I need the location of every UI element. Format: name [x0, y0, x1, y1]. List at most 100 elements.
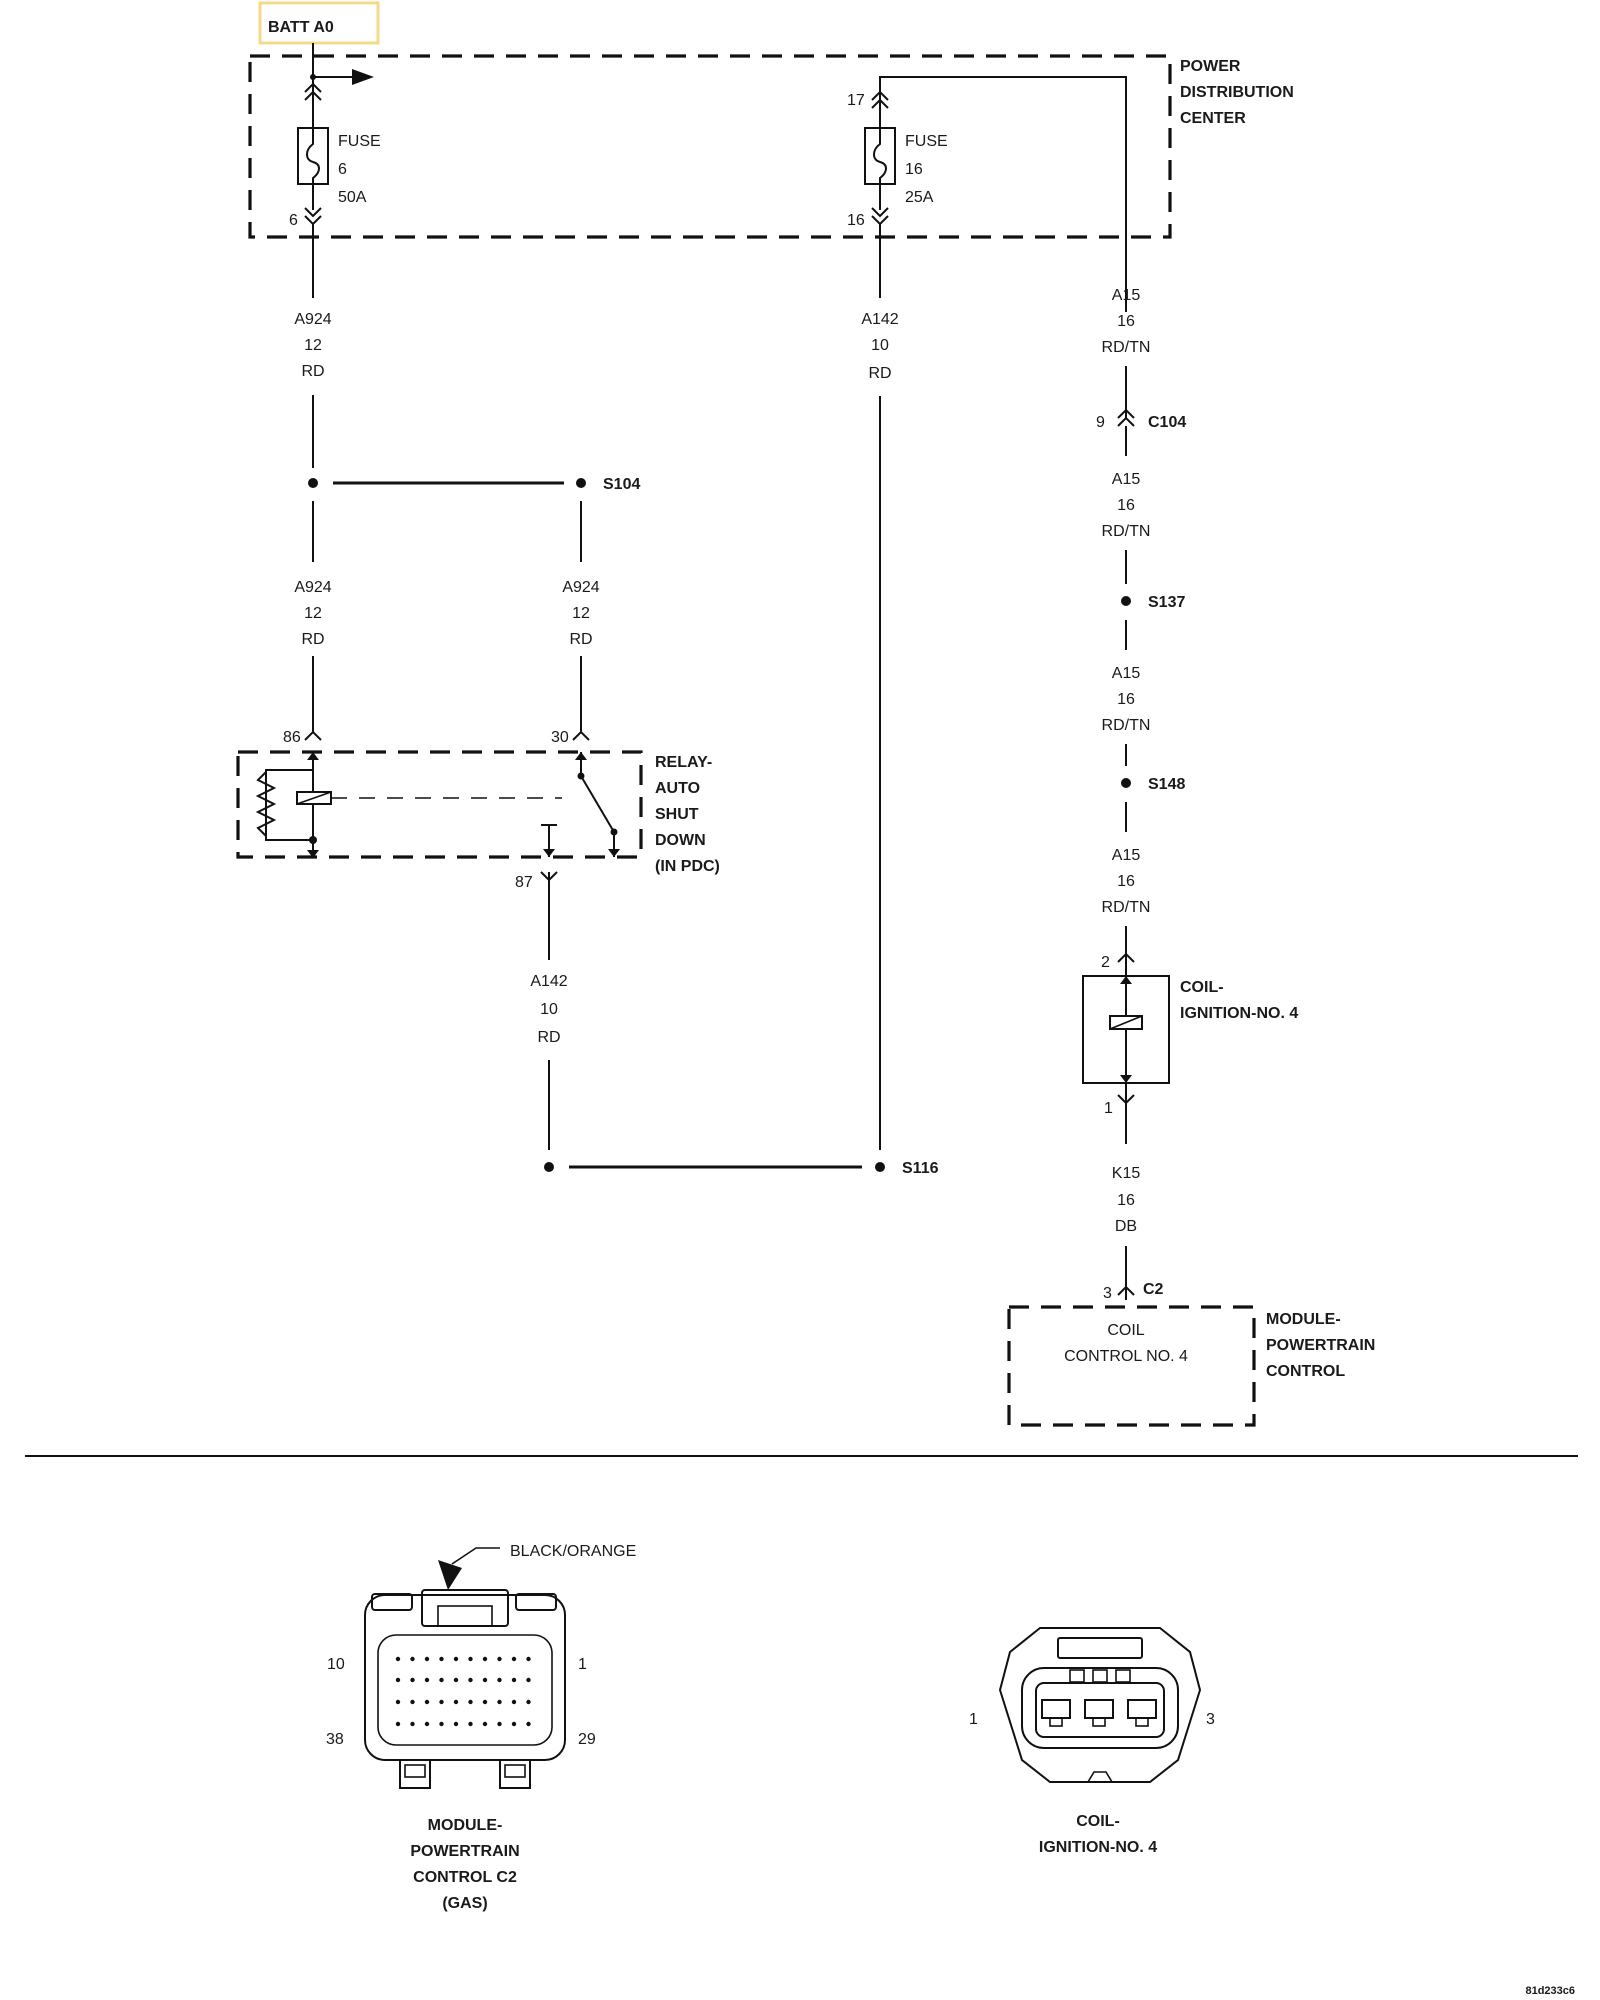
pcm-pin-dot: [424, 1656, 430, 1662]
pcm-c2-pin-grid: [395, 1656, 531, 1727]
reference-code: 81d233c6: [1525, 1985, 1575, 1997]
c2-pin: 3: [1103, 1285, 1112, 1302]
relay-pin87: 87: [515, 874, 533, 891]
fuse6-number: 6: [338, 161, 347, 178]
pcm-pin-dot: [526, 1656, 531, 1662]
coil-connector-pin1: 1: [969, 1711, 978, 1728]
pcm-pin-dot: [526, 1699, 531, 1705]
pcm-pin-dot: [511, 1656, 517, 1662]
pcm-pin-dot: [439, 1656, 444, 1662]
coil-top-arrow: [1120, 976, 1132, 984]
a142-87-name: A142: [530, 973, 567, 990]
fuse6-rating: 50A: [338, 189, 367, 206]
a15-4-gauge: 16: [1117, 873, 1135, 890]
pcm-pin-dot: [424, 1699, 430, 1705]
a142-fuse16-name: A142: [861, 311, 898, 328]
s137-splice-node: [1121, 596, 1131, 606]
coil-pin1: 1: [1104, 1100, 1113, 1117]
pcm-pin-dot: [482, 1699, 488, 1705]
pcm-connector-pin10: 10: [327, 1656, 345, 1673]
pcm-connector-title-3: CONTROL C2: [413, 1869, 517, 1886]
relay-resistor-icon: [255, 771, 277, 837]
a924-30-gauge: 12: [572, 605, 590, 622]
relay-switch-arm-icon: [580, 775, 615, 833]
coil-pin2: 2: [1101, 954, 1110, 971]
a142-fuse16-color: RD: [868, 365, 891, 382]
fuse6-name: FUSE: [338, 133, 381, 150]
fuse16-bottom-pin: 16: [847, 212, 865, 229]
pcm-pin-dot: [439, 1721, 444, 1727]
coil-pin2-connector: [1117, 952, 1135, 963]
k15-name: K15: [1112, 1165, 1141, 1182]
fuse16-rating: 25A: [905, 189, 934, 206]
s148-splice-node: [1121, 778, 1131, 788]
pcm-connector-pin1: 1: [578, 1656, 587, 1673]
a924-upper-color: RD: [301, 363, 324, 380]
coil-connector-pin3: 3: [1206, 1711, 1215, 1728]
relay-switch-top-arrow: [575, 752, 587, 760]
a15-2-name: A15: [1112, 471, 1141, 488]
a924-86-color: RD: [301, 631, 324, 648]
pcm-pin-dot: [453, 1699, 459, 1705]
a924-86-name: A924: [294, 579, 331, 596]
coil-connector-title-1: COIL-: [1076, 1813, 1120, 1830]
pcm-pin-dot: [482, 1656, 488, 1662]
a924-upper-gauge: 12: [304, 337, 322, 354]
fuse6-top-connector: [304, 82, 322, 101]
pcm-connector-title-2: POWERTRAIN: [410, 1843, 519, 1860]
fuse16-number: 16: [905, 161, 923, 178]
relay-switch-nc-arrow: [608, 849, 620, 857]
pcm-connector-title-1: MODULE-: [428, 1817, 503, 1834]
pcm-pin-dot: [497, 1677, 502, 1683]
pcm-label-1: MODULE-: [1266, 1311, 1341, 1328]
pcm-pin-dot: [395, 1677, 401, 1683]
pcm-pin-dot: [410, 1677, 415, 1683]
c104-pin: 9: [1096, 414, 1105, 431]
a924-30-name: A924: [562, 579, 599, 596]
coil-label-1: COIL-: [1180, 979, 1224, 996]
a924-86-gauge: 12: [304, 605, 322, 622]
pcm-connector-pin29: 29: [578, 1731, 596, 1748]
pcm-pin-dot: [410, 1656, 415, 1662]
a142-87-gauge: 10: [540, 1001, 558, 1018]
s116-splice-node: [875, 1162, 885, 1172]
pcm-pin-dot: [410, 1699, 415, 1705]
c104-label: C104: [1148, 414, 1186, 431]
relay-coil-diagonal: [296, 791, 332, 805]
a15-2-color: RD/TN: [1102, 523, 1151, 540]
relay-pin86: 86: [283, 729, 301, 746]
pdc-label-2: DISTRIBUTION: [1180, 84, 1294, 101]
pcm-pin-dot: [395, 1699, 401, 1705]
a15-3-gauge: 16: [1117, 691, 1135, 708]
coil-connector-title-2: IGNITION-NO. 4: [1039, 1839, 1157, 1856]
fuse6-element-icon: [306, 128, 320, 184]
fuse16-top-connector: [871, 90, 889, 109]
batt-a0-box[interactable]: [258, 1, 380, 45]
coil-winding-diagonal: [1109, 1015, 1143, 1030]
pdc-label-3: CENTER: [1180, 110, 1246, 127]
fuse16-bottom-connector: [871, 207, 889, 226]
pcm-pin-dot: [424, 1721, 430, 1727]
pcm-pin-dot: [497, 1721, 502, 1727]
batt-a0-label: BATT A0: [268, 19, 334, 36]
pcm-pin-dot: [511, 1677, 517, 1683]
s104-left-node: [308, 478, 318, 488]
s116-label: S116: [902, 1160, 939, 1177]
a142-fuse16-gauge: 10: [871, 337, 889, 354]
pcm-c2-connector-icon: [364, 1589, 566, 1789]
batt-arrow-head: [352, 69, 374, 85]
s116-left-node: [544, 1162, 554, 1172]
fuse6-pin: 6: [289, 212, 298, 229]
pcm-pin-dot: [395, 1721, 401, 1727]
relay-pin30-connector: [572, 730, 590, 741]
a924-upper-name: A924: [294, 311, 331, 328]
fuse16-top-pin: 17: [847, 92, 865, 109]
relay-coil-top-arrow: [307, 752, 319, 760]
a15-4-name: A15: [1112, 847, 1141, 864]
a15-1-color: RD/TN: [1102, 339, 1151, 356]
a15-2-gauge: 16: [1117, 497, 1135, 514]
a15-3-color: RD/TN: [1102, 717, 1151, 734]
pcm-pin-dot: [497, 1699, 502, 1705]
relay-label-3: SHUT: [655, 806, 699, 823]
